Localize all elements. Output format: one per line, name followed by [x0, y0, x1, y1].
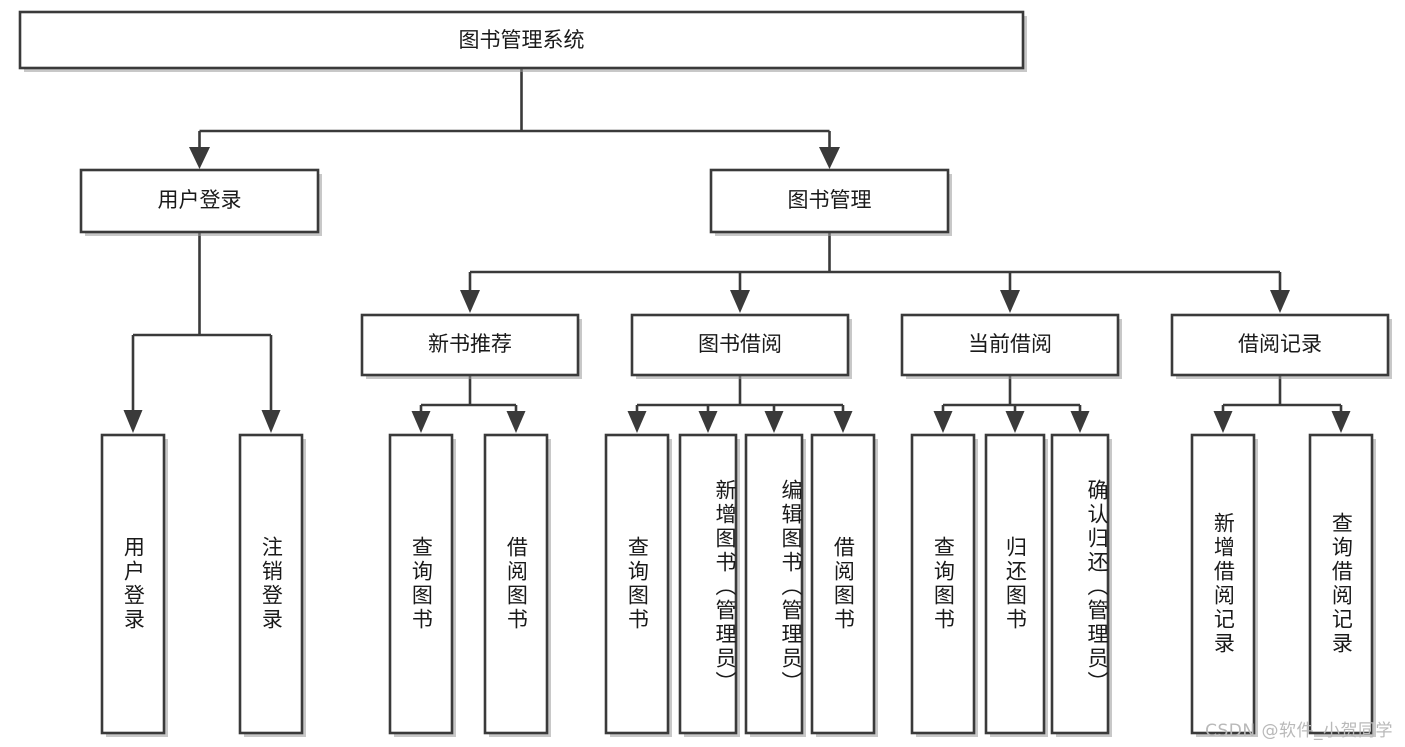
leaf-node-box[interactable]: [388, 433, 454, 735]
leaf-node-box[interactable]: [678, 433, 738, 735]
node-borrow-record-label: 借阅记录: [1238, 332, 1322, 356]
node-book-management-label: 图书管理: [788, 188, 872, 212]
node-book-management[interactable]: [709, 168, 950, 234]
leaf-node-box[interactable]: [984, 433, 1046, 735]
leaf-node-box[interactable]: [100, 433, 166, 735]
node-new-book-recommend[interactable]: [360, 313, 580, 377]
leaf-node-box[interactable]: [1050, 433, 1110, 735]
arrowhead-br-leaf-2: [1331, 411, 1351, 433]
node-layer: 图书管理系统 用户登录 图书管理 新书推荐 图书借阅 当前借阅 借阅记录: [18, 10, 1392, 737]
leaf-node-box[interactable]: [1308, 433, 1374, 735]
arrowhead-bb-leaf-4: [833, 411, 853, 433]
arrowhead-bb-leaf-3: [764, 411, 784, 433]
arrowhead-br-leaf-1: [1213, 411, 1233, 433]
node-user-login-label: 用户登录: [158, 188, 242, 212]
arrowhead-leaf-user-login: [123, 410, 143, 433]
arrowhead-book-mgmt: [819, 147, 840, 169]
arrowhead-book-borrow: [730, 290, 750, 313]
arrowhead-leaf-logout: [261, 410, 281, 433]
arrowhead-bb-leaf-1: [627, 411, 647, 433]
arrowhead-cb-leaf-3: [1070, 411, 1090, 433]
root-node-label: 图书管理系统: [459, 28, 585, 52]
node-user-login[interactable]: [79, 168, 320, 234]
arrowhead-new-book-rec: [460, 290, 480, 313]
leaf-node-box[interactable]: [483, 433, 549, 735]
connector-layer: [123, 68, 1351, 433]
node-current-borrow-label: 当前借阅: [968, 332, 1052, 356]
node-new-book-recommend-label: 新书推荐: [428, 332, 512, 356]
node-current-borrow[interactable]: [900, 313, 1120, 377]
leaf-node-box[interactable]: [910, 433, 976, 735]
leaf-node-box[interactable]: [604, 433, 670, 735]
csdn-watermark: CSDN @软件_小贺同学: [1205, 721, 1393, 741]
arrowhead-cb-leaf-1: [933, 411, 953, 433]
leaf-node-box[interactable]: [810, 433, 876, 735]
arrowhead-nbr-leaf-1: [411, 411, 431, 433]
arrowhead-borrow-record: [1270, 290, 1290, 313]
node-borrow-record[interactable]: [1170, 313, 1390, 377]
leaf-node-box[interactable]: [238, 433, 304, 735]
node-book-borrow[interactable]: [630, 313, 850, 377]
leaf-node-box[interactable]: [1190, 433, 1256, 735]
arrowhead-nbr-leaf-2: [506, 411, 526, 433]
root-node-box[interactable]: [18, 10, 1025, 70]
node-book-borrow-label: 图书借阅: [698, 332, 782, 356]
leaf-node-box[interactable]: [744, 433, 804, 735]
arrowhead-bb-leaf-2: [698, 411, 718, 433]
arrowhead-user-login: [189, 147, 210, 169]
arrowhead-current-borrow: [1000, 290, 1020, 313]
arrowhead-cb-leaf-2: [1005, 411, 1025, 433]
